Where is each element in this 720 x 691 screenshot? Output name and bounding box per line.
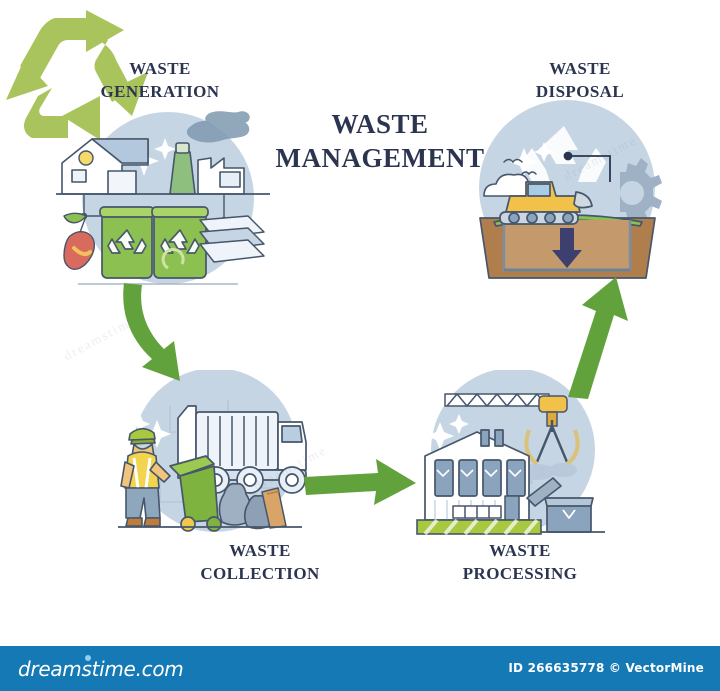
arrow-processing-to-disposal [550, 275, 650, 400]
page-title: WASTE MANAGEMENT [275, 109, 485, 173]
dreamstime-logo-text: dreamstime.com [18, 657, 184, 681]
scene-waste-processing [415, 368, 610, 545]
sparkle-icon [510, 142, 554, 176]
overhead-crane-icon [444, 393, 568, 427]
pipe-icon [526, 477, 562, 507]
birds-icon [503, 158, 537, 176]
organic-waste-icon [63, 212, 95, 270]
bulldozer-icon [499, 181, 593, 225]
sparkle-icon [130, 414, 171, 448]
garbage-truck-icon [177, 405, 307, 494]
footer-spacer [0, 628, 720, 646]
scene-waste-collection [110, 368, 310, 545]
recycling-bin-left [99, 206, 155, 279]
factory-icon [169, 142, 245, 195]
paper-stack-icon [199, 215, 265, 263]
gear-icon [620, 158, 662, 226]
recycling-bin-right [151, 206, 209, 279]
processing-plant-icon [424, 429, 530, 521]
wood-plank-icon [261, 487, 287, 529]
factory-smoke-icon [186, 111, 250, 143]
connector-line [563, 151, 611, 182]
label-waste-disposal: WASTE DISPOSAL [535, 59, 625, 101]
claw-grabber-icon [524, 420, 580, 466]
sanitation-worker-icon [120, 427, 171, 527]
sparkle-icon [426, 414, 469, 450]
scene-waste-generation [48, 108, 278, 293]
label-waste-generation: WASTE GENERATION [100, 59, 220, 101]
image-credit: ID 266635778 © VectorMine [508, 661, 704, 675]
dreamstime-logo: dreamstime.com [18, 655, 184, 681]
scene-waste-disposal [470, 100, 665, 295]
arrow-generation-to-collection [118, 275, 238, 395]
dreamstime-logo-dot [85, 655, 91, 661]
green-base-strip [416, 518, 542, 536]
label-waste-collection: WASTE COLLECTION [200, 541, 320, 583]
arrow-collection-to-processing [300, 455, 420, 515]
label-waste-processing: WASTE PROCESSING [462, 541, 578, 583]
footer-bar: dreamstime.com ID 266635778 © VectorMine [0, 646, 720, 691]
conveyor-icon [452, 495, 520, 521]
recycling-mobius-loop-icon [0, 0, 160, 160]
storage-tank-icon [544, 497, 594, 533]
down-arrow-icon [552, 228, 582, 268]
